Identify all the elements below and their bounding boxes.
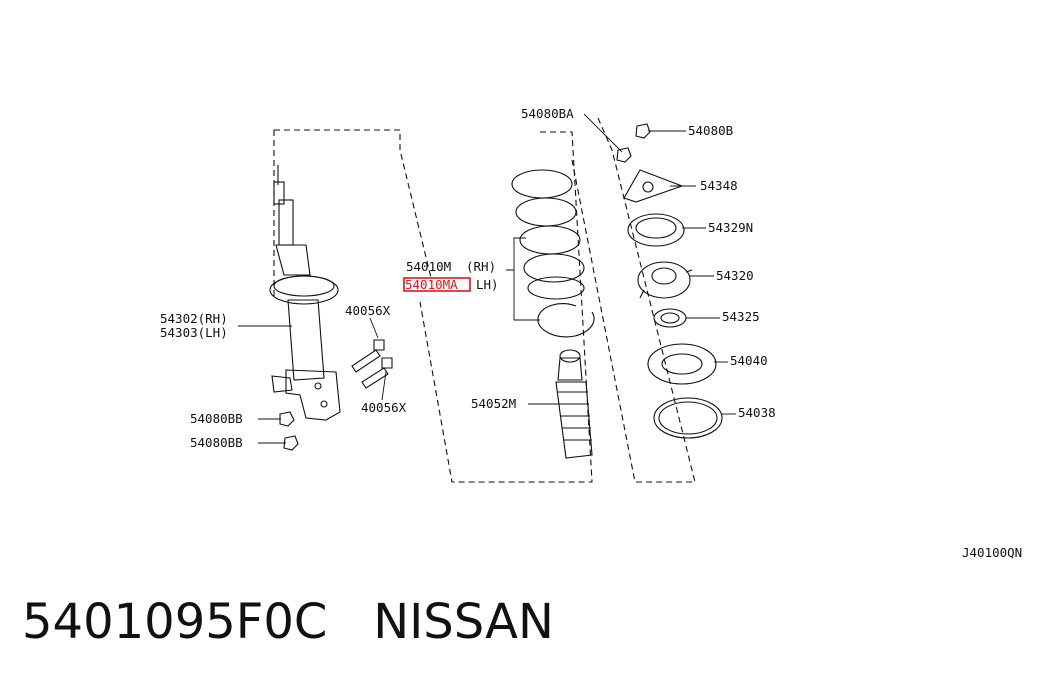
spring-seat-54040 [647,343,717,385]
label-54329n: 54329N [708,220,753,235]
strut-assembly [269,165,341,421]
label-54080bb-bottom: 54080BB [190,435,243,450]
spring-seat-ring [537,303,595,338]
label-54040: 54040 [730,353,768,368]
footer-title: 5401095F0C NISSAN [22,594,554,650]
label-54010m-side: (RH) [466,259,496,274]
label-54080ba: 54080BA [521,106,574,121]
rubber-seat-54038 [653,397,723,439]
label-54010ma-side: LH) [476,277,499,292]
coil-spring [511,169,585,300]
nut-54080bb-top [279,411,295,427]
label-54010ma: 54010MA [405,277,458,292]
label-54325: 54325 [722,309,760,324]
label-54080b: 54080B [688,123,733,138]
label-54302: 54302(RH) [160,311,228,326]
label-40056x-top: 40056X [345,303,391,318]
mount-group-outline [571,117,696,483]
label-54303: 54303(LH) [160,325,228,340]
label-54320: 54320 [716,268,754,283]
nut-54080ba [616,147,632,163]
bolt-40056x-top [351,339,385,373]
nut-54080b [635,123,651,139]
highlight-box [403,277,471,292]
label-54348: 54348 [700,178,738,193]
label-54052m: 54052M [471,396,516,411]
bolt-40056x-bottom [361,357,393,389]
insulator-plate-54348 [623,169,684,203]
label-40056x-bottom: 40056X [361,400,407,415]
label-54080bb-top: 54080BB [190,411,243,426]
label-54010m: 54010M [406,259,451,274]
brand-name: NISSAN [373,594,554,650]
mounting-insulator-54320 [637,261,693,299]
part-number: 5401095F0C [22,594,328,650]
bearing-54325 [653,308,687,328]
label-54038: 54038 [738,405,776,420]
diagram-ref-code: J40100QN [962,545,1022,560]
bump-boot [555,349,593,459]
strut-group-outline [273,129,433,300]
nut-54080bb-bottom [283,435,299,451]
spring-group-outline [419,131,593,483]
bracket-54329n [627,213,685,247]
